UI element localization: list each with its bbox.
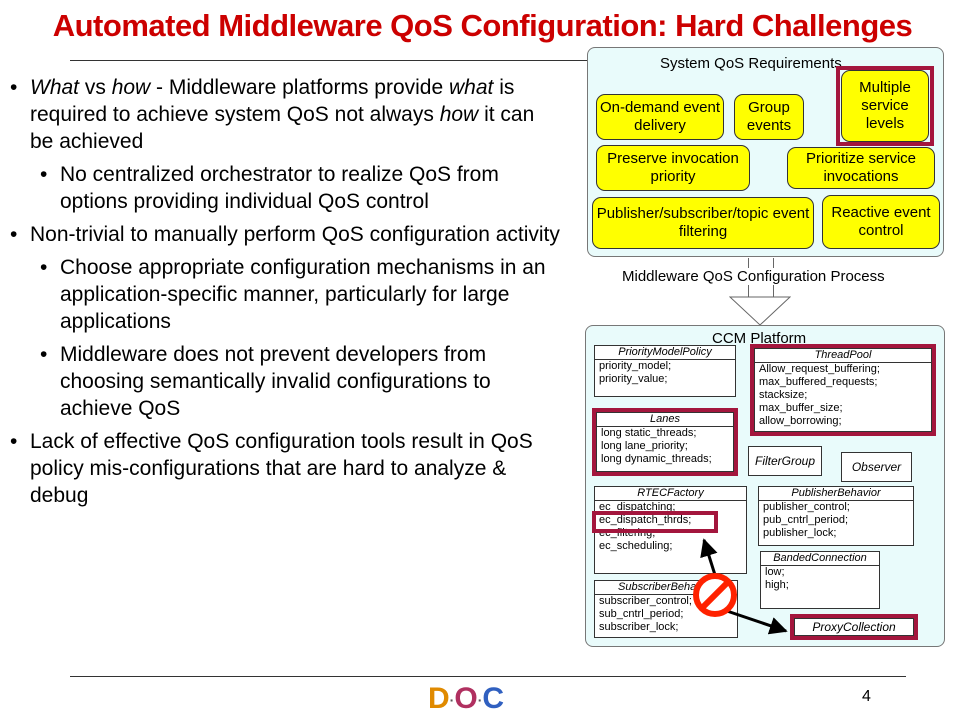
- req-multiple-levels: Multiple service levels: [841, 70, 929, 142]
- class-priority-model-policy: PriorityModelPolicy priority_model; prio…: [594, 345, 736, 397]
- invalid-configuration-connectors: [700, 538, 788, 635]
- req-preserve-priority: Preserve invocation priority: [596, 145, 750, 191]
- class-thread-pool: ThreadPool Allow_request_buffering; max_…: [754, 348, 932, 432]
- class-publisher-behavior: PublisherBehavior publisher_control; pub…: [758, 486, 914, 546]
- bullet-text: Lack of effective QoS configuration tool…: [30, 430, 533, 507]
- highlight-proxy-collection: [790, 614, 918, 640]
- bullet-text: No centralized orchestrator to realize Q…: [60, 163, 499, 213]
- ccm-platform-title: CCM Platform: [712, 330, 807, 347]
- bullet-item: • Lack of effective QoS configuration too…: [8, 428, 563, 509]
- title-divider: [70, 60, 906, 61]
- sub-bullet-item: • Middleware does not prevent developers …: [8, 341, 563, 422]
- class-observer: Observer: [841, 452, 912, 482]
- doc-group-logo: D·O·C: [428, 682, 505, 715]
- bullet-marker: •: [10, 76, 18, 99]
- req-on-demand: On-demand event delivery: [596, 94, 724, 140]
- class-lanes: Lanes long static_threads; long lane_pri…: [596, 412, 734, 472]
- bullet-text: What vs how - Middleware platforms provi…: [30, 76, 535, 153]
- process-title: Middleware QoS Configuration Process: [620, 268, 887, 285]
- bullet-marker: •: [40, 163, 48, 186]
- bullet-marker: •: [40, 343, 48, 366]
- bullet-text: Non-trivial to manually perform QoS conf…: [30, 223, 560, 246]
- highlight-lanes: [592, 408, 738, 476]
- sub-bullet-item: • Choose appropriate configuration mechan…: [8, 254, 563, 335]
- slide-title: Automated Middleware QoS Configuration: …: [52, 8, 913, 43]
- bullet-marker: •: [10, 430, 18, 453]
- process-arrow-head: [729, 296, 791, 326]
- bullet-text: Choose appropriate configuration mechani…: [60, 256, 546, 333]
- bullet-item: • Non-trivial to manually perform QoS con…: [8, 221, 563, 248]
- bullet-marker: •: [10, 223, 18, 246]
- class-banded-connection: BandedConnection low; high;: [760, 551, 880, 609]
- footer-divider: [70, 676, 906, 677]
- req-group-events: Group events: [734, 94, 804, 140]
- sub-bullet-item: • No centralized orchestrator to realize …: [8, 161, 563, 215]
- class-proxy-collection: ProxyCollection: [794, 618, 914, 636]
- bullet-list: • What vs how - Middleware platforms prov…: [8, 74, 563, 515]
- req-reactive-control: Reactive event control: [822, 195, 940, 249]
- bullet-item: • What vs how - Middleware platforms prov…: [8, 74, 563, 155]
- req-prioritize-invocations: Prioritize service invocations: [787, 147, 935, 189]
- requirements-title: System QoS Requirements: [660, 55, 842, 72]
- prohibited-icon: [693, 573, 737, 617]
- class-filter-group: FilterGroup: [748, 446, 822, 476]
- highlight-multiple-levels: [836, 66, 934, 146]
- bullet-marker: •: [40, 256, 48, 279]
- highlight-ec-dispatch-thrds: [592, 511, 718, 533]
- page-number: 4: [862, 688, 871, 705]
- highlight-thread-pool: [750, 344, 936, 436]
- bullet-text: Middleware does not prevent developers f…: [60, 343, 491, 420]
- req-event-filtering: Publisher/subscriber/topic event filteri…: [592, 197, 814, 249]
